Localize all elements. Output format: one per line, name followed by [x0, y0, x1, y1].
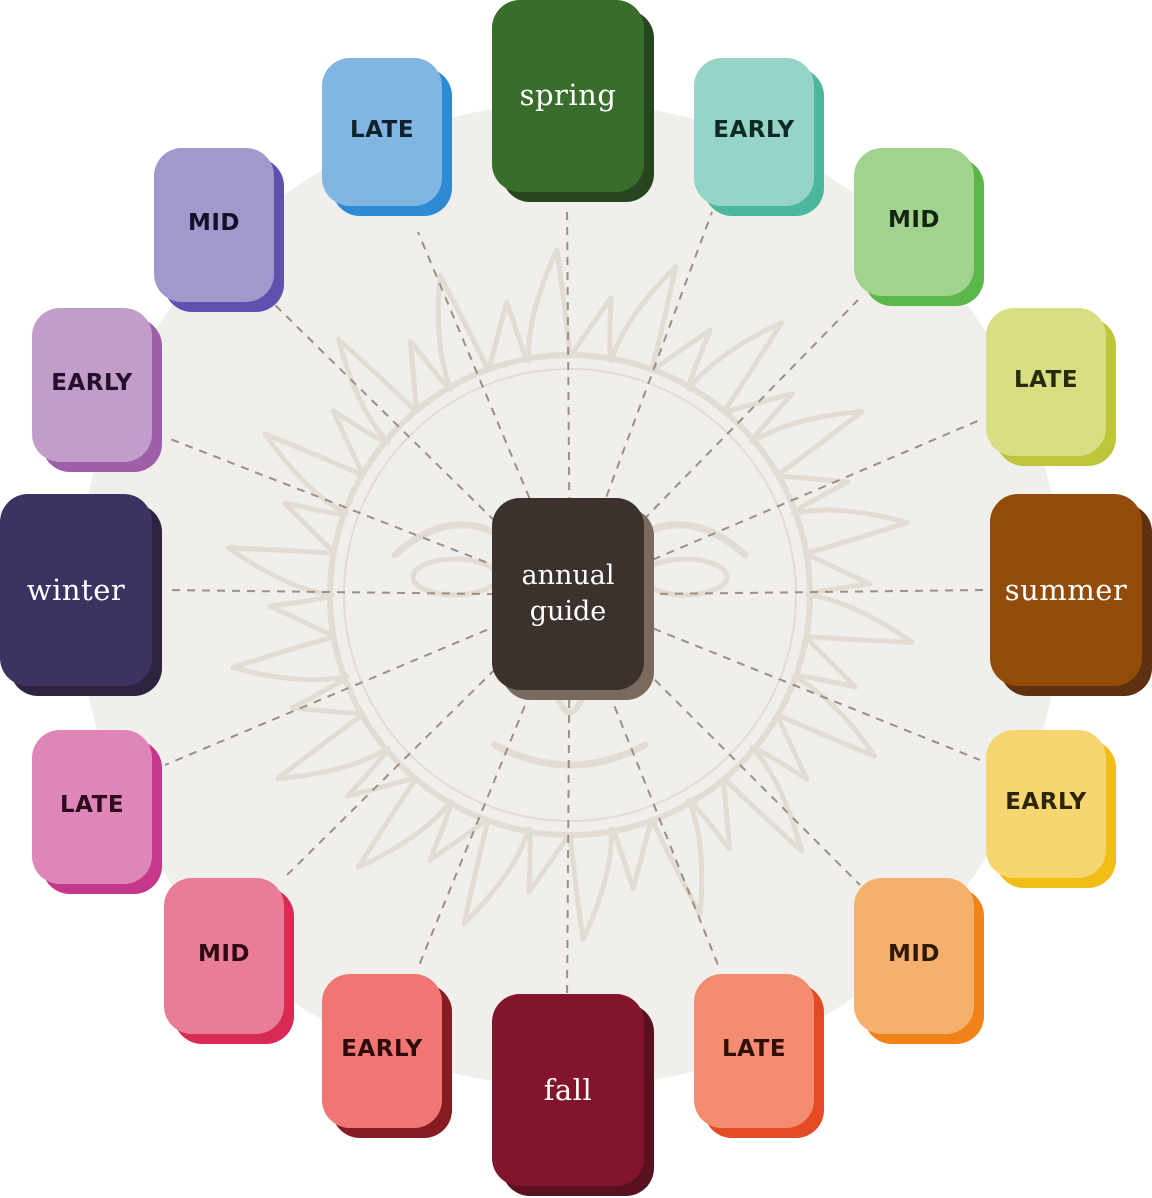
tile-face: winter — [0, 494, 152, 686]
tile-face: MID — [854, 148, 974, 296]
season-tile-spring: spring — [492, 0, 654, 202]
phase-label: EARLY — [713, 117, 795, 143]
tile-face: MID — [164, 878, 284, 1034]
phase-tile: EARLY — [694, 58, 824, 216]
phase-label: EARLY — [1005, 789, 1087, 815]
phase-label: MID — [887, 207, 941, 233]
center-title-line: guide — [529, 596, 607, 627]
season-label-winter: winter — [26, 573, 126, 607]
center-tile: annual guide — [492, 498, 654, 700]
tile-face: summer — [990, 494, 1142, 686]
tile-face: MID — [854, 878, 974, 1034]
sun-illustration — [225, 247, 915, 943]
tile-face: LATE — [986, 308, 1106, 456]
phase-tile: MID — [854, 878, 984, 1044]
phase-label: EARLY — [341, 1036, 423, 1062]
season-label-spring: spring — [519, 78, 617, 112]
sun-mouth — [491, 741, 649, 769]
connector-line — [569, 589, 986, 596]
phase-label: LATE — [1013, 367, 1079, 393]
phase-tile: LATE — [986, 308, 1116, 466]
phase-label: LATE — [721, 1036, 787, 1062]
phase-tile: MID — [154, 148, 284, 312]
tile-face: EARLY — [32, 308, 152, 462]
sun-disc — [327, 352, 813, 838]
center-title: annual guide — [522, 558, 615, 630]
phase-tile: EARLY — [986, 730, 1116, 888]
tile-face: EARLY — [986, 730, 1106, 878]
season-tile-fall: fall — [492, 994, 654, 1196]
season-tile-summer: summer — [990, 494, 1152, 696]
phase-tile: EARLY — [322, 974, 452, 1138]
phase-tile: LATE — [694, 974, 824, 1138]
phase-tile: MID — [164, 878, 294, 1044]
phase-tile: MID — [854, 148, 984, 306]
phase-tile: LATE — [32, 730, 162, 894]
phase-label: LATE — [59, 792, 125, 818]
season-label-fall: fall — [543, 1073, 593, 1107]
tile-face: EARLY — [694, 58, 814, 206]
phase-label: LATE — [349, 117, 415, 143]
phase-tile: LATE — [322, 58, 452, 216]
tile-face: LATE — [32, 730, 152, 884]
phase-label: MID — [197, 941, 251, 967]
tile-face: MID — [154, 148, 274, 302]
tile-face: spring — [492, 0, 644, 192]
center-title-line: annual — [521, 560, 615, 591]
tile-face: annual guide — [492, 498, 644, 690]
phase-label: MID — [887, 941, 941, 967]
sun-rays — [225, 247, 915, 943]
phase-label: EARLY — [51, 370, 133, 396]
tile-face: fall — [492, 994, 644, 1186]
phase-tile: EARLY — [32, 308, 162, 472]
season-label-summer: summer — [1004, 573, 1128, 607]
season-tile-winter: winter — [0, 494, 162, 696]
tile-face: EARLY — [322, 974, 442, 1128]
tile-face: LATE — [322, 58, 442, 206]
sun-inner-ring — [343, 368, 797, 822]
tile-face: LATE — [694, 974, 814, 1128]
phase-label: MID — [187, 210, 241, 236]
connector-line — [164, 436, 571, 596]
connector-line — [164, 594, 571, 766]
